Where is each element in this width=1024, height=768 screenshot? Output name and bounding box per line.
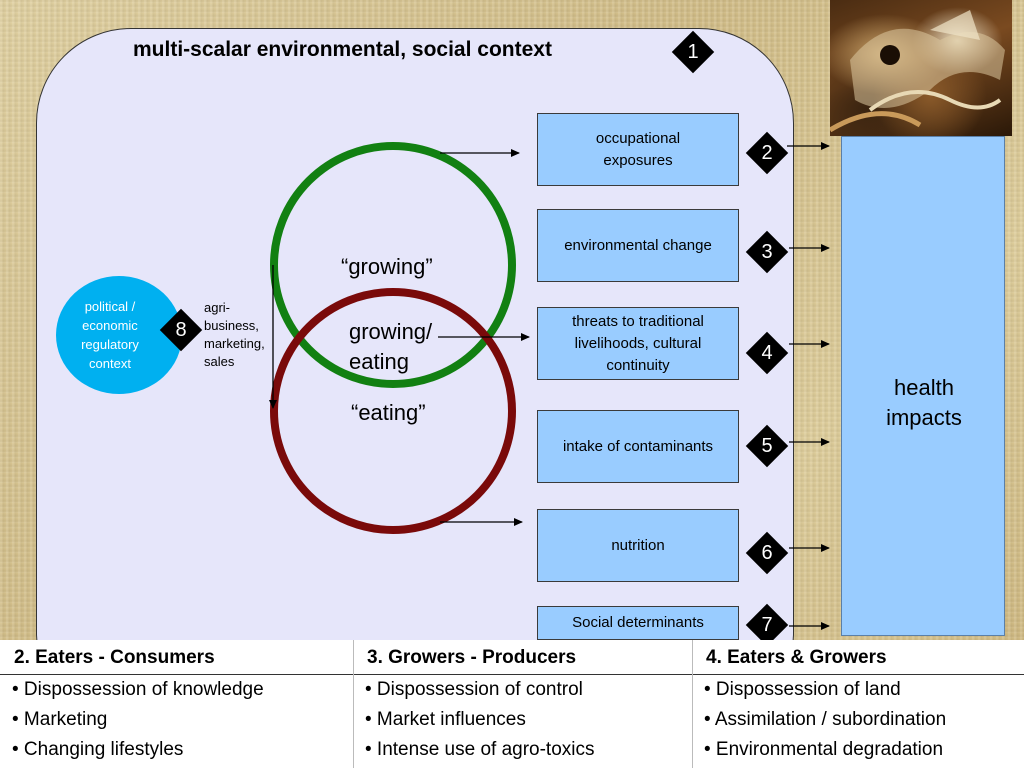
table-header: 4. Eaters & Growers xyxy=(692,640,1024,675)
overlap-label-line2: eating xyxy=(349,349,409,374)
table-header: 3. Growers - Producers xyxy=(353,640,692,675)
list-item: • Dispossession of control xyxy=(365,679,583,700)
table-column-growers: 3. Growers - Producers • Dispossession o… xyxy=(353,640,692,768)
list-item: • Marketing xyxy=(12,709,108,730)
marker-1-diamond: 1 xyxy=(671,30,715,74)
health-impacts-panel: health impacts xyxy=(841,136,1005,636)
overlap-label: growing/ eating xyxy=(349,317,432,377)
political-line1: political / xyxy=(84,299,136,314)
marker-8-diamond: 8 xyxy=(159,308,203,352)
environmental-change-box: environmental change xyxy=(537,209,739,282)
table-divider xyxy=(353,640,354,768)
eating-label: “eating” xyxy=(351,400,426,425)
dispossession-table: 2. Eaters - Consumers • Dispossession of… xyxy=(0,640,1024,768)
intake-contaminants-box: intake of contaminants xyxy=(537,410,739,483)
table-column-eaters: 2. Eaters - Consumers • Dispossession of… xyxy=(0,640,353,768)
marker-3-diamond: 3 xyxy=(745,230,789,274)
growing-label: “growing” xyxy=(341,254,433,279)
overlap-label-line1: growing/ xyxy=(349,319,433,344)
table-divider xyxy=(692,640,693,768)
marker-6-diamond: 6 xyxy=(745,531,789,575)
context-title: multi-scalar environmental, social conte… xyxy=(133,38,552,61)
mural-painting-image xyxy=(830,0,1012,136)
marker-2-diamond: 2 xyxy=(745,131,789,175)
health-label-line1: health xyxy=(894,375,954,400)
growing-circle xyxy=(270,142,516,388)
marker-4-diamond: 4 xyxy=(745,331,789,375)
list-item: • Changing lifestyles xyxy=(12,739,184,760)
list-item: • Market influences xyxy=(365,709,526,730)
political-line2: economic xyxy=(82,318,138,333)
marker-5-diamond: 5 xyxy=(745,424,789,468)
political-line4: context xyxy=(89,356,131,371)
list-item: • Intense use of agro-toxics xyxy=(365,739,595,760)
nutrition-box: nutrition xyxy=(537,509,739,582)
political-economic-context: political / economic regulatory context xyxy=(56,276,182,394)
social-determinants-box: Social determinants xyxy=(537,606,739,640)
list-item: • Environmental degradation xyxy=(704,739,944,760)
list-item: • Assimilation / subordination xyxy=(704,709,947,730)
list-item: • Dispossession of land xyxy=(704,679,901,700)
list-item: • Dispossession of knowledge xyxy=(12,679,264,700)
table-column-eaters-growers: 4. Eaters & Growers • Dispossession of l… xyxy=(692,640,1024,768)
agri-business-label: agri- business, marketing, sales xyxy=(204,300,265,369)
political-line3: regulatory xyxy=(81,337,139,352)
table-header: 2. Eaters - Consumers xyxy=(0,640,353,675)
health-label-line2: impacts xyxy=(886,405,962,430)
eating-circle xyxy=(270,288,516,534)
marker-7-diamond: 7 xyxy=(745,603,789,647)
